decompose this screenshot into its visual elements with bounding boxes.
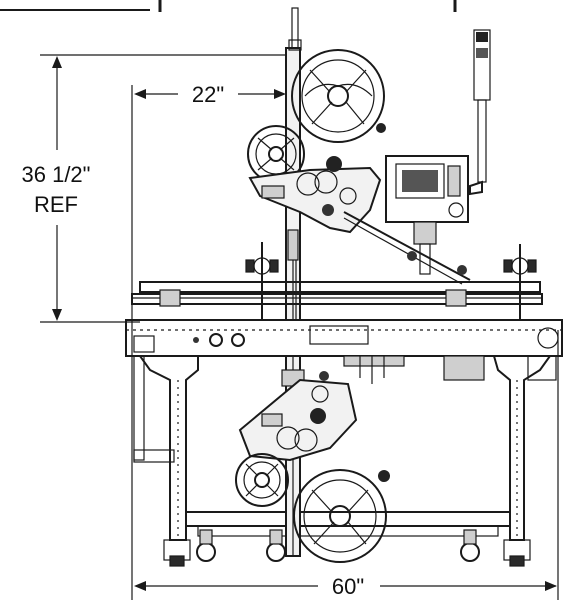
upper-applicator-head [248, 156, 471, 285]
lower-supply-reel [293, 469, 390, 563]
main-frame [125, 319, 563, 384]
casters [196, 529, 480, 562]
rail-guide-posts [245, 242, 537, 320]
offset-width-dimension: 22" [131, 82, 286, 600]
control-panel [385, 155, 469, 275]
right-leg [492, 355, 552, 567]
offset-width-label: 22" [192, 82, 224, 107]
overall-width-dimension: 60" [134, 330, 559, 600]
lower-rewind-reel [235, 453, 289, 507]
top-crop-lines [0, 0, 457, 12]
overall-width-label: 60" [332, 574, 364, 599]
stack-light [469, 29, 491, 196]
left-leg [133, 355, 199, 567]
upper-supply-reel [291, 49, 386, 143]
height-dimension-label: 36 1/2" [22, 162, 91, 187]
lower-cross-brace [133, 449, 511, 537]
height-dimension-ref: REF [34, 192, 78, 217]
lower-applicator-head [238, 371, 358, 462]
height-dimension: 36 1/2" REF [22, 54, 285, 323]
conveyor-upper-rail [131, 281, 543, 307]
